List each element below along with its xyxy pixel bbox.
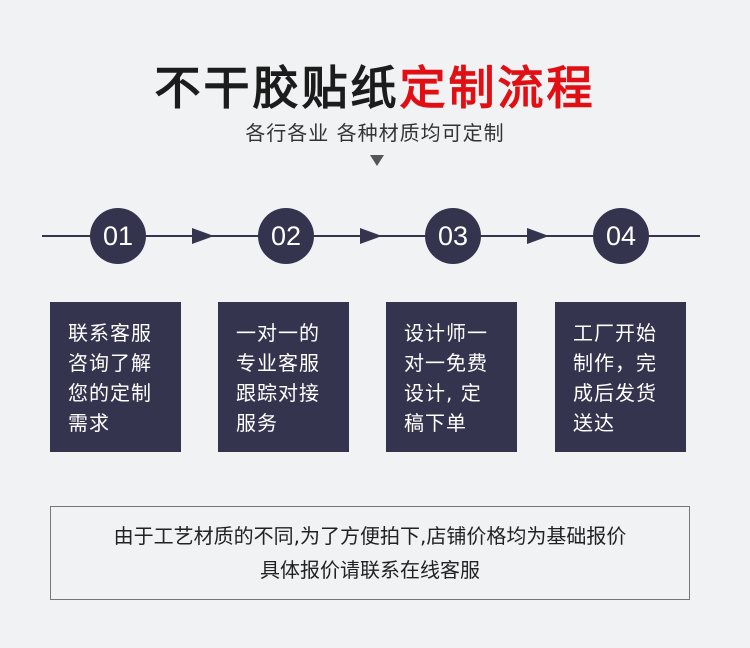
subtitle: 各行各业 各种材质均可定制 — [245, 121, 505, 145]
step-badge-3: 03 — [425, 208, 481, 264]
card-line: 设计师一 — [404, 321, 488, 345]
down-triangle-icon — [370, 155, 384, 166]
card-line: 工厂开始 — [573, 321, 657, 345]
step-card-4: 工厂开始 制作，完 成后发货 送达 — [555, 302, 686, 452]
arrow-icon-3 — [527, 228, 549, 244]
card-line: 送达 — [573, 411, 615, 435]
title-highlight: 定制流程 — [399, 61, 596, 115]
card-line: 服务 — [236, 411, 278, 435]
card-line: 一对一的 — [236, 321, 320, 345]
card-line: 成后发货 — [573, 381, 657, 405]
step-badge-1: 01 — [90, 208, 146, 264]
title-main: 不干胶贴纸 — [154, 61, 400, 115]
process-timeline — [42, 228, 700, 244]
page-title: 不干胶贴纸定制流程 — [0, 60, 750, 116]
step-badge-4: 04 — [593, 208, 649, 264]
step-card-3: 设计师一 对一免费 设计, 定 稿下单 — [386, 302, 517, 452]
step-card-2: 一对一的 专业客服 跟踪对接 服务 — [218, 302, 349, 452]
card-line: 设计, 定 — [404, 381, 482, 405]
step-card-1: 联系客服 咨询了解 您的定制 需求 — [50, 302, 181, 452]
notice-line-2: 具体报价请联系在线客服 — [260, 558, 480, 582]
card-line: 咨询了解 — [68, 351, 152, 375]
card-line: 联系客服 — [68, 321, 152, 345]
card-line: 跟踪对接 — [236, 381, 320, 405]
card-line: 您的定制 — [68, 381, 152, 405]
card-line: 制作，完 — [573, 351, 657, 375]
card-line: 专业客服 — [236, 351, 320, 375]
step-badge-2: 02 — [258, 208, 314, 264]
card-line: 需求 — [68, 411, 110, 435]
card-line: 对一免费 — [404, 351, 488, 375]
pricing-notice: 由于工艺材质的不同,为了方便拍下,店铺价格均为基础报价 具体报价请联系在线客服 — [50, 506, 690, 600]
notice-line-1: 由于工艺材质的不同,为了方便拍下,店铺价格均为基础报价 — [113, 524, 627, 548]
arrow-icon-2 — [360, 228, 382, 244]
card-line: 稿下单 — [404, 411, 467, 435]
arrow-icon-1 — [192, 228, 214, 244]
